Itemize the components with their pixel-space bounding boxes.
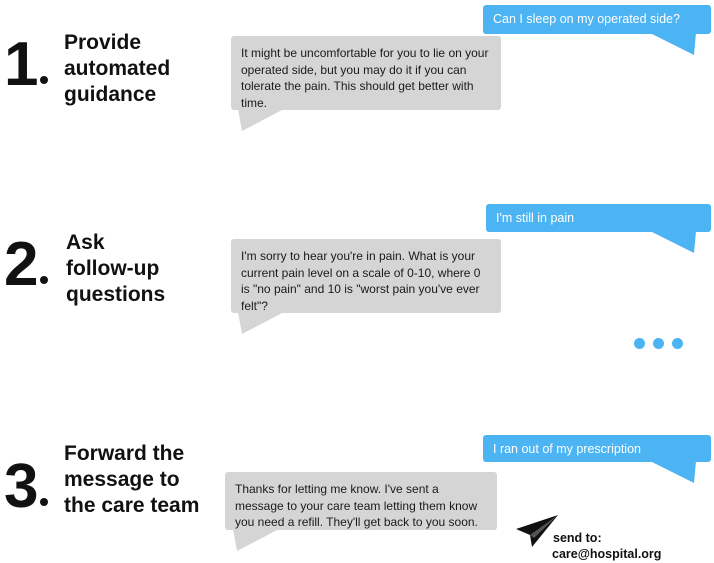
- step-number-dot: [40, 498, 48, 506]
- typing-dot: [634, 338, 645, 349]
- step-number: 3: [4, 452, 39, 521]
- bot-message-bubble: I'm sorry to hear you're in pain. What i…: [231, 239, 501, 313]
- user-message-bubble: Can I sleep on my operated side?: [483, 5, 711, 34]
- bot-bubble-tail: [238, 312, 284, 334]
- paper-plane-icon: [516, 515, 558, 547]
- step-number-dot: [40, 276, 48, 284]
- step-number: 2: [4, 230, 39, 299]
- user-bubble-tail: [650, 33, 696, 55]
- typing-dot: [672, 338, 683, 349]
- step-number: 1: [4, 30, 39, 99]
- bot-message-bubble: Thanks for letting me know. I've sent a …: [225, 472, 497, 530]
- bot-bubble-tail: [238, 109, 284, 131]
- step-title: Ask follow-up questions: [66, 231, 166, 306]
- user-message-bubble: I ran out of my prescription: [483, 435, 711, 462]
- user-message-bubble: I'm still in pain: [486, 204, 711, 232]
- typing-dots-icon: [634, 338, 683, 349]
- typing-dot: [653, 338, 664, 349]
- step-number-dot: [40, 76, 48, 84]
- bot-bubble-tail: [233, 529, 279, 551]
- step-title: Provide automated guidance: [64, 31, 171, 106]
- send-to-label: send to:: [553, 531, 602, 545]
- care-team-email: care@hospital.org: [552, 547, 662, 561]
- bot-message-bubble: It might be uncomfortable for you to lie…: [231, 36, 501, 110]
- user-bubble-tail: [650, 461, 696, 483]
- user-bubble-tail: [650, 231, 696, 253]
- step-title: Forward the message to the care team: [64, 442, 200, 517]
